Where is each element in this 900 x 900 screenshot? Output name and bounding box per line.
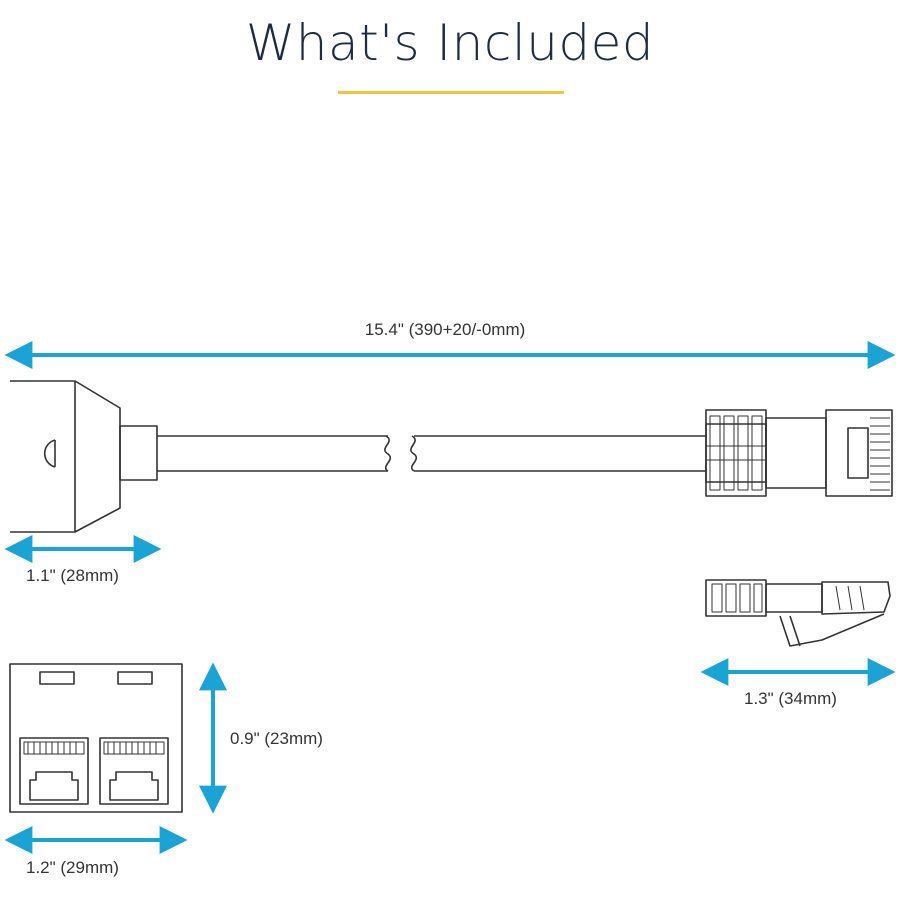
- cable-length-label: 15.4" (390+20/-0mm): [364, 320, 526, 339]
- dimension-arrows: [4, 341, 896, 854]
- rj45-plug-profile: [705, 579, 891, 647]
- coupler-height-label: 0.9" (23mm): [230, 729, 323, 748]
- coupler-side-view: [10, 380, 158, 533]
- coupler-front-view: [9, 663, 183, 813]
- rj45-plug-top: [705, 409, 893, 497]
- cable: [157, 435, 706, 472]
- coupler-width-label: 1.2" (29mm): [26, 858, 119, 877]
- coupler-depth-label: 1.1" (28mm): [26, 566, 119, 585]
- page-title: What's Included: [245, 14, 655, 72]
- title-underline: [338, 91, 564, 94]
- plug-length-label: 1.3" (34mm): [744, 689, 837, 708]
